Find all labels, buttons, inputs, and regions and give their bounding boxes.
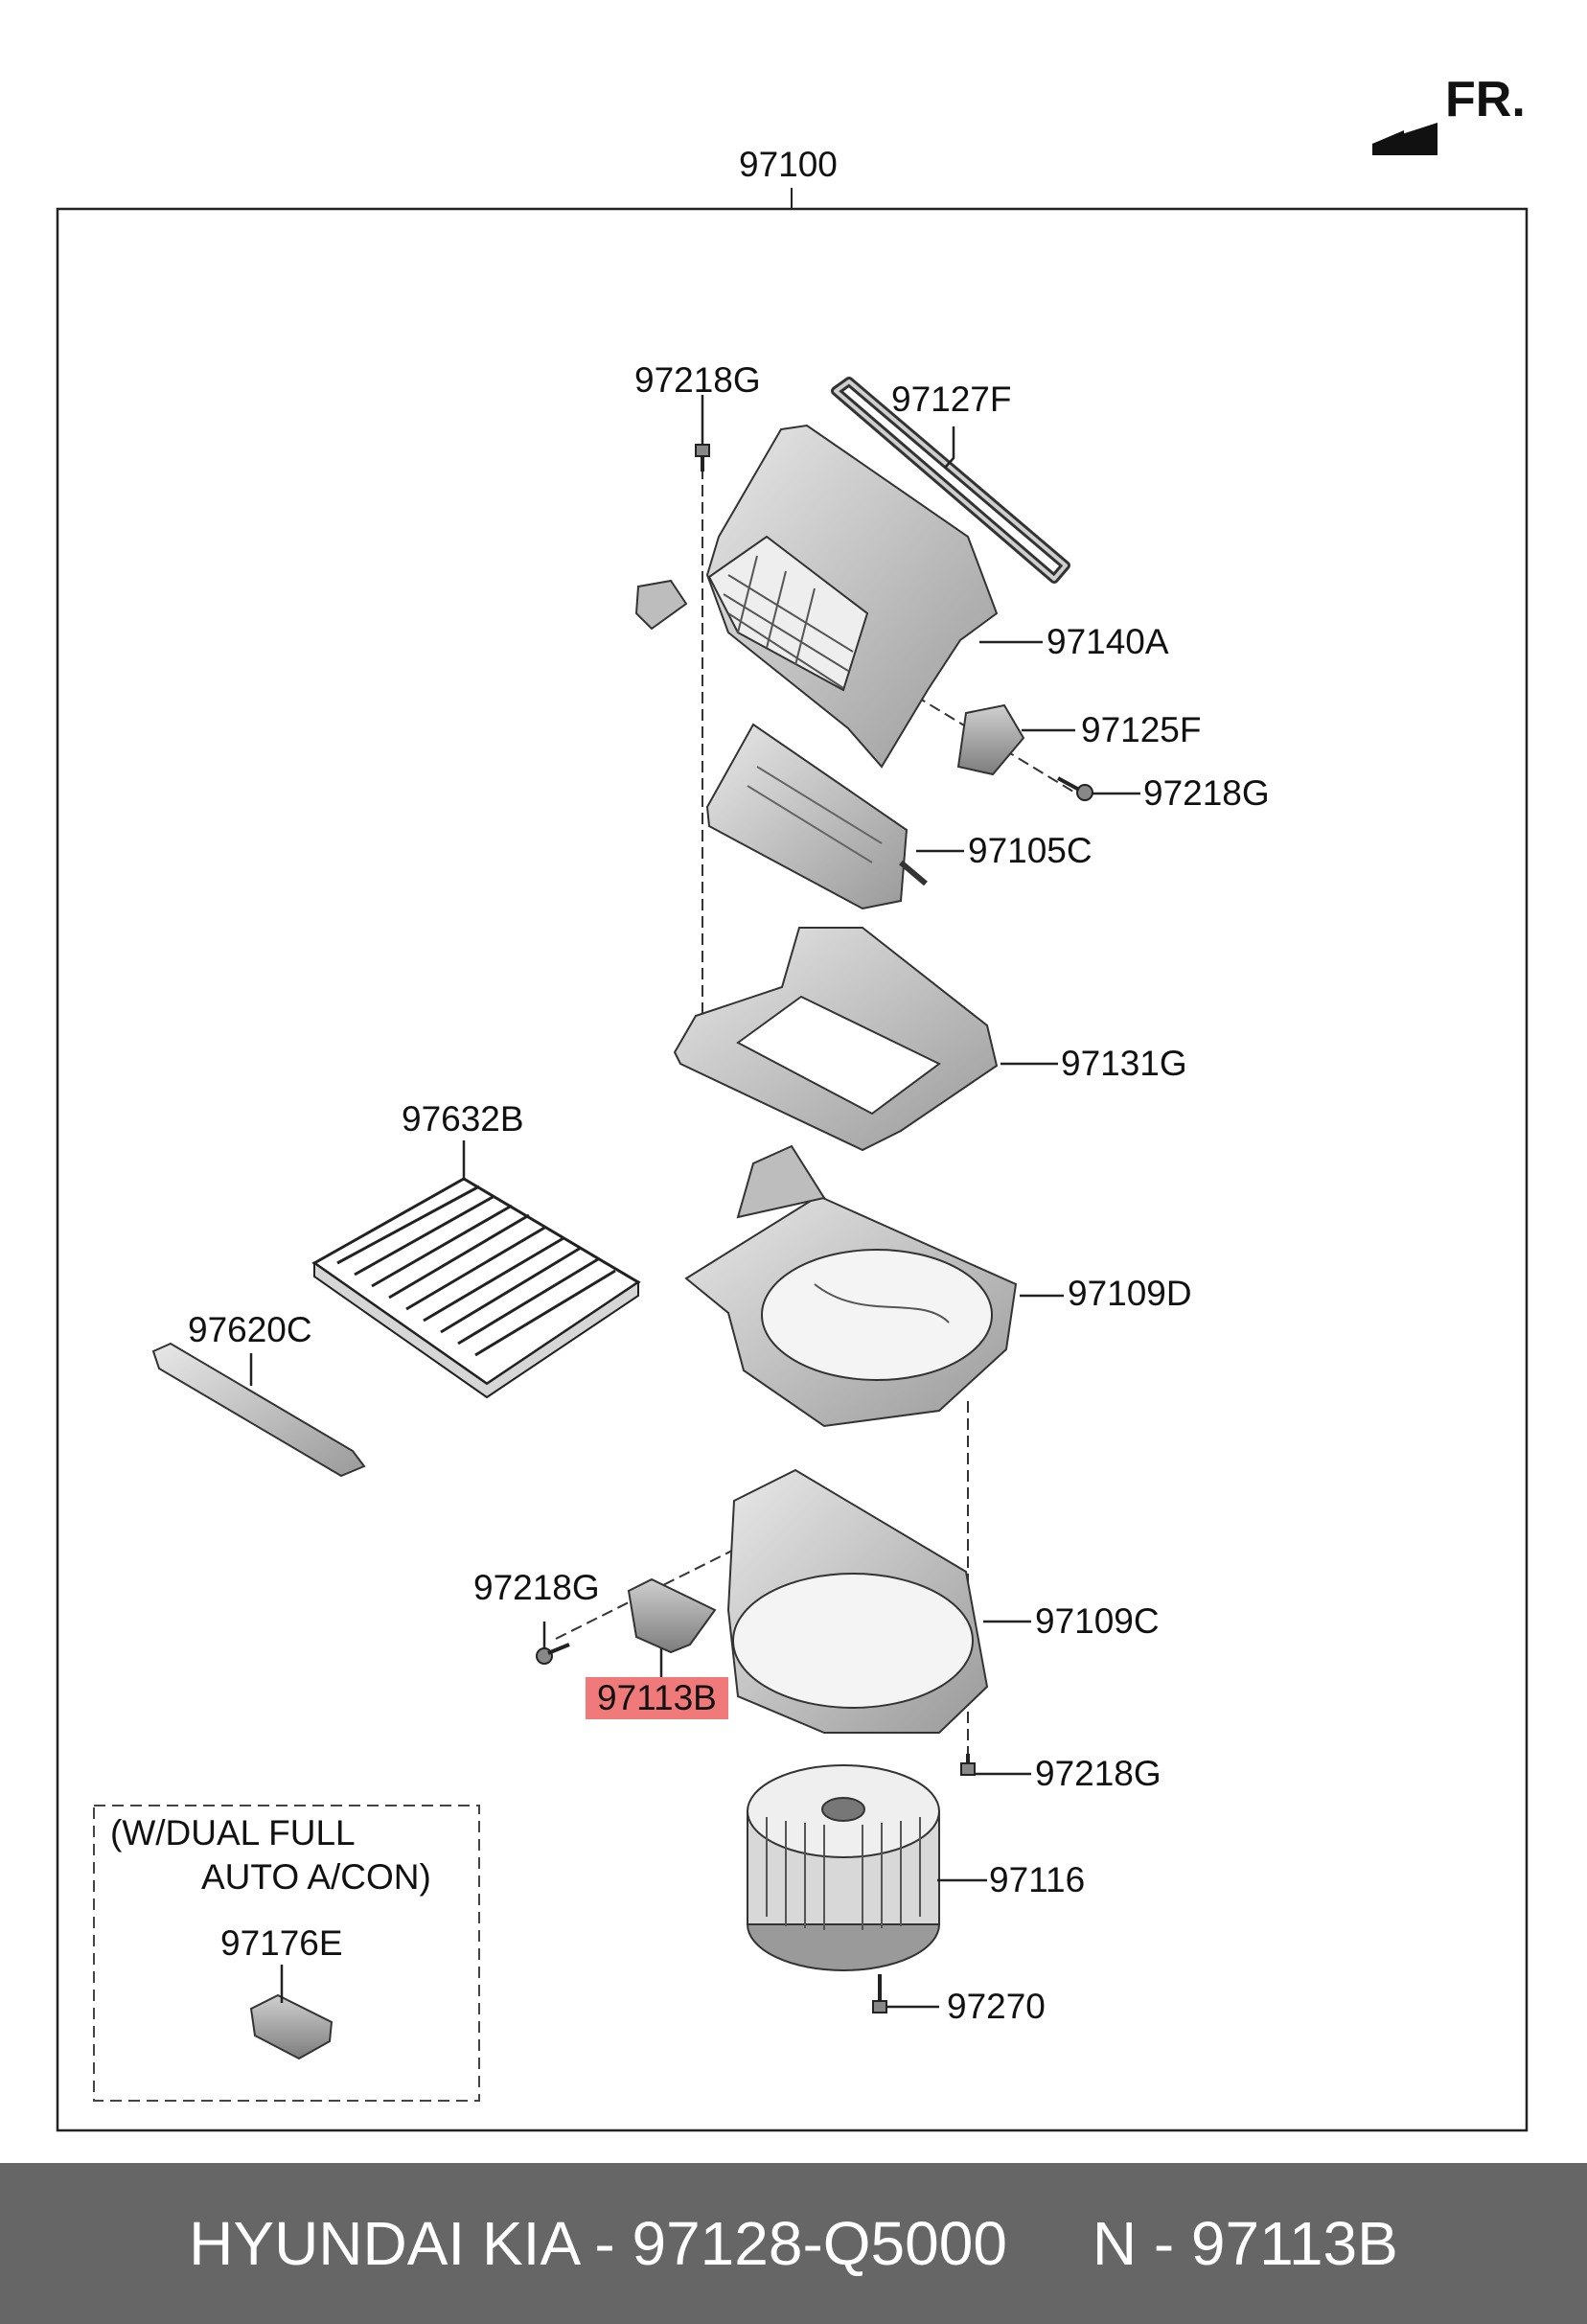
callout-97109c[interactable]: 97109C xyxy=(1035,1601,1160,1641)
sensor-97176e xyxy=(249,1993,334,2060)
actuator-97125f xyxy=(956,703,1025,776)
screw-97218g-top-icon xyxy=(695,444,710,472)
callout-97127f[interactable]: 97127F xyxy=(891,380,1012,419)
option-box xyxy=(93,1805,480,2102)
option-note-line2: AUTO A/CON) xyxy=(201,1857,431,1897)
callout-97632b[interactable]: 97632B xyxy=(402,1099,524,1139)
callout-97176e[interactable]: 97176E xyxy=(220,1923,343,1963)
part-number-footer: HYUNDAI KIA - 97128-Q5000 N - 97113B xyxy=(0,2163,1587,2324)
callout-97125f[interactable]: 97125F xyxy=(1081,710,1202,749)
leader-lines xyxy=(249,395,1140,2009)
exploded-view-drawing xyxy=(56,123,1529,2132)
assembly-label: 97100 xyxy=(739,145,838,184)
blower-motor-97116 xyxy=(747,1764,940,1971)
footer-text: HYUNDAI KIA - 97128-Q5000 N - 97113B xyxy=(189,2209,1398,2278)
lower-case-97109c xyxy=(726,1468,989,1734)
callout-97113b-highlighted[interactable]: 97113B xyxy=(586,1677,728,1719)
screw-97218g-left-icon xyxy=(536,1643,570,1665)
callout-97218g-low[interactable]: 97218G xyxy=(1035,1754,1162,1793)
callout-97109d[interactable]: 97109D xyxy=(1068,1274,1192,1313)
callout-97105c[interactable]: 97105C xyxy=(968,831,1092,870)
cabin-filter-97632b xyxy=(311,1177,641,1399)
cover-97620c xyxy=(151,1342,366,1478)
callout-97620c[interactable]: 97620C xyxy=(188,1310,312,1349)
resistor-97113b xyxy=(627,1577,717,1654)
option-note-line1: (W/DUAL FULL xyxy=(110,1813,356,1852)
screw-97218g-mid-icon xyxy=(1057,776,1093,801)
callout-97270[interactable]: 97270 xyxy=(947,1987,1046,2026)
door-97105c xyxy=(705,723,928,910)
frame-97131g xyxy=(673,927,999,1152)
callout-97218g-left[interactable]: 97218G xyxy=(473,1568,600,1607)
callout-97131g[interactable]: 97131G xyxy=(1061,1044,1187,1083)
callout-97116[interactable]: 97116 xyxy=(989,1860,1086,1899)
callout-97218g-top[interactable]: 97218G xyxy=(634,360,761,400)
screw-97270-icon xyxy=(872,1974,887,2013)
direction-label: FR. xyxy=(1445,72,1526,127)
screw-97218g-low-icon xyxy=(960,1754,976,1776)
callout-97218g-mid[interactable]: 97218G xyxy=(1143,773,1270,813)
intake-housing-97140a xyxy=(634,424,999,769)
front-arrow-icon xyxy=(1372,123,1438,155)
callout-97140a[interactable]: 97140A xyxy=(1046,622,1169,661)
upper-case-97109d xyxy=(684,1144,1018,1428)
